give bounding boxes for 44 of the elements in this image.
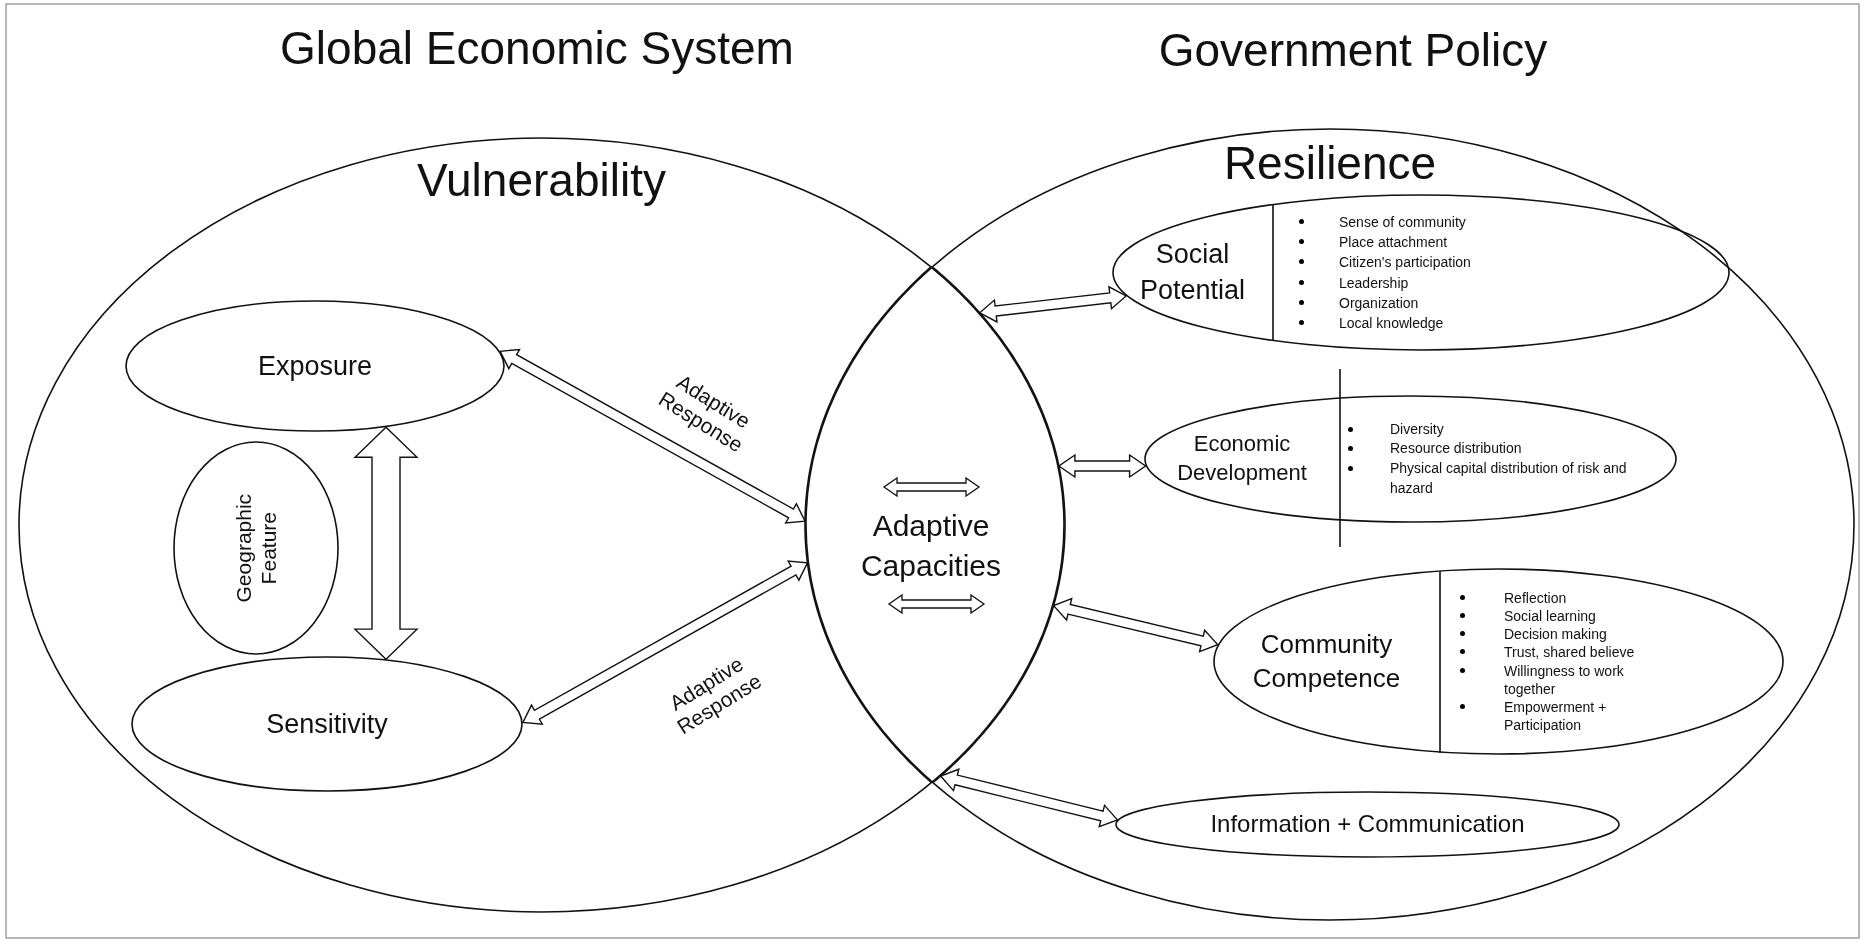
list-item-text: Trust, shared believe xyxy=(1504,643,1636,662)
ellipse-node xyxy=(173,441,339,655)
ellipse-node xyxy=(1144,395,1677,523)
ellipse-node xyxy=(1112,194,1730,351)
heading-text: Vulnerability xyxy=(417,153,666,207)
list-item-text: Physical capital distribution of risk and hazard xyxy=(1390,459,1628,498)
ellipse-node xyxy=(125,300,505,432)
node-label: Adaptive Capacities xyxy=(859,508,1003,585)
node-heading: Economic Development xyxy=(1176,430,1308,487)
node-heading: Social Potential xyxy=(1138,238,1247,307)
list-item-text: Reflection xyxy=(1504,588,1568,607)
overlap-lens xyxy=(805,267,1065,782)
list-item-text: Citizen's participation xyxy=(1339,253,1472,273)
double-arrow xyxy=(1057,453,1147,479)
list-item-text: Local knowledge xyxy=(1339,314,1445,334)
list-item-text: Social learning xyxy=(1504,606,1597,626)
ellipse-node xyxy=(131,656,523,792)
double-arrow xyxy=(978,285,1128,324)
list-item-text: Leadership xyxy=(1339,273,1410,293)
list-item-text: Place attachment xyxy=(1339,232,1449,252)
double-arrow xyxy=(521,560,809,726)
list-item-text: Empowerment + Participation xyxy=(1504,697,1608,735)
ellipse-node xyxy=(1213,568,1784,755)
heading-text: Global Economic System xyxy=(280,21,794,75)
list-item-text: Willingness to work together xyxy=(1504,661,1625,698)
node-label: Geographic Feature xyxy=(230,492,281,604)
heading-text: Government Policy xyxy=(1158,23,1548,77)
list-item-text: Diversity xyxy=(1390,419,1445,439)
double-arrow xyxy=(1052,597,1219,653)
heading-text: Resilience xyxy=(1223,136,1437,190)
double-arrow xyxy=(939,768,1119,828)
node-label: Information + Communication xyxy=(1210,810,1525,839)
node-heading: Community Competence xyxy=(1251,627,1402,695)
large-ellipse xyxy=(18,137,1065,913)
list-item-text: Organization xyxy=(1339,293,1420,313)
ellipse-node xyxy=(1115,791,1620,858)
list-item-text: Resource distribution xyxy=(1390,439,1523,459)
node-label: Sensitivity xyxy=(266,707,388,741)
list-item-text: Sense of community xyxy=(1339,212,1467,232)
node-label: Exposure xyxy=(257,349,373,383)
double-arrow xyxy=(353,426,419,661)
large-ellipse xyxy=(805,128,1855,921)
double-arrow xyxy=(499,348,807,524)
list-item-text: Decision making xyxy=(1504,625,1608,644)
